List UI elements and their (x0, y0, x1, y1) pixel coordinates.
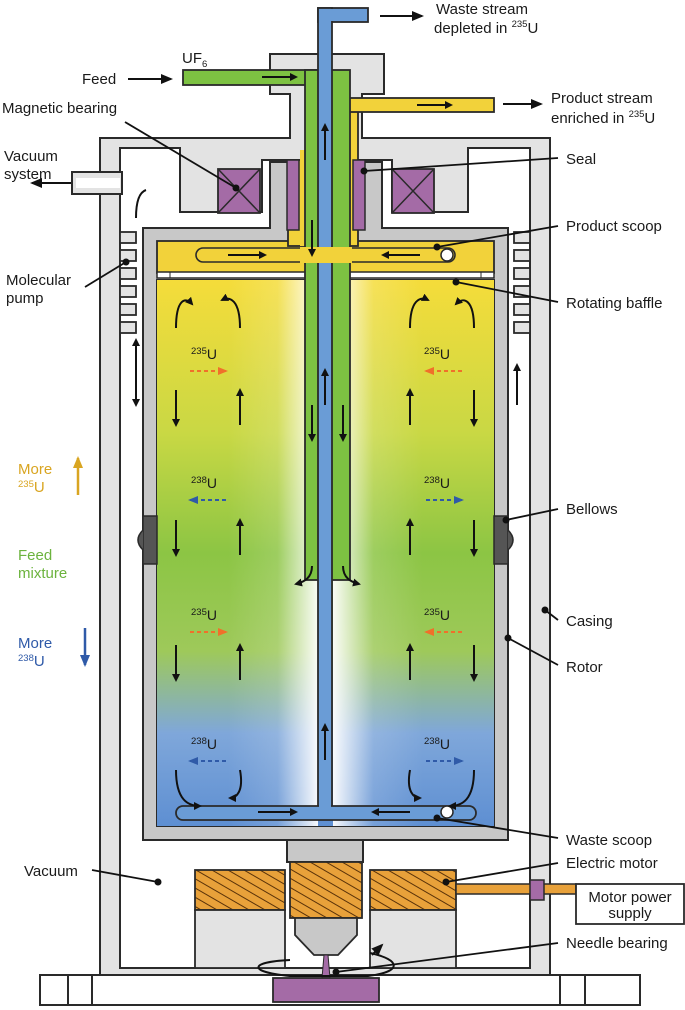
isotope-label-u235: 235U (424, 346, 450, 362)
molecular-pump-label-line2: pump (6, 290, 44, 307)
isotope-label-u235: 235U (191, 346, 217, 362)
legend-more-238-isotope: 238U (18, 653, 45, 670)
magnetic-bearing (217, 168, 435, 214)
external-arrows (30, 11, 543, 188)
vacuum-label: Vacuum (24, 863, 78, 880)
rotor-label: Rotor (566, 659, 603, 676)
waste-scoop-label: Waste scoop (566, 832, 652, 849)
isotope-labels: 235U 235U 238U 238U 235U 235U 238U 238U (191, 346, 450, 752)
casing-label: Casing (566, 613, 613, 630)
legend-feed-mixture-l1: Feed (18, 547, 52, 564)
seal (286, 159, 366, 231)
rotating-baffle-label: Rotating baffle (566, 295, 662, 312)
vacuum-system-label-line2: system (4, 166, 52, 183)
electric-motor-label: Electric motor (566, 855, 658, 872)
isotope-label-u238: 238U (424, 736, 450, 752)
legend-more-235-word: More (18, 461, 52, 478)
magnetic-bearing-label: Magnetic bearing (2, 100, 117, 117)
vacuum-system-label-line1: Vacuum (4, 148, 58, 165)
molecular-pump-ribs (119, 231, 531, 334)
legend-more-238-word: More (18, 635, 52, 652)
motor-assembly (194, 861, 577, 1003)
feed-label: Feed (82, 71, 116, 88)
waste-stream-label-line1: Waste stream (436, 1, 528, 18)
isotope-label-u238: 238U (191, 736, 217, 752)
vacuum-outlet (71, 171, 123, 195)
legend-more-235-isotope: 235U (18, 479, 45, 496)
waste-stream-label-line2: depleted in 235U (434, 19, 538, 37)
legend-feed-mixture-l2: mixture (18, 565, 67, 582)
motor-power-supply-box (575, 883, 685, 925)
product-stream-label-line2: enriched in 235U (551, 109, 655, 127)
flow-arrows (132, 73, 521, 816)
waste-pipe (175, 7, 477, 821)
isotope-label-u238: 238U (424, 475, 450, 491)
bellows-label: Bellows (566, 501, 618, 518)
product-scoop-label: Product scoop (566, 218, 662, 235)
motor-power-label-line2: supply (608, 905, 652, 922)
isotope-arrows (188, 367, 464, 765)
needle-bearing-label: Needle bearing (566, 935, 668, 952)
motor-power-label-line1: Motor power (588, 889, 671, 906)
uf6-label: UF6 (182, 50, 207, 70)
isotope-label-u235: 235U (191, 607, 217, 623)
isotope-label-u238: 238U (191, 475, 217, 491)
text-labels: Waste stream depleted in 235U UF6 Feed P… (2, 1, 672, 952)
bellows (137, 515, 514, 565)
product-stream-label-line1: Product stream (551, 90, 653, 107)
isotope-label-u235: 235U (424, 607, 450, 623)
molecular-pump-label-line1: Molecular (6, 272, 71, 289)
seal-label: Seal (566, 151, 596, 168)
leader-lines (84, 121, 559, 976)
gradient-legend: More 235U Feed mixture More 238U (18, 456, 90, 670)
